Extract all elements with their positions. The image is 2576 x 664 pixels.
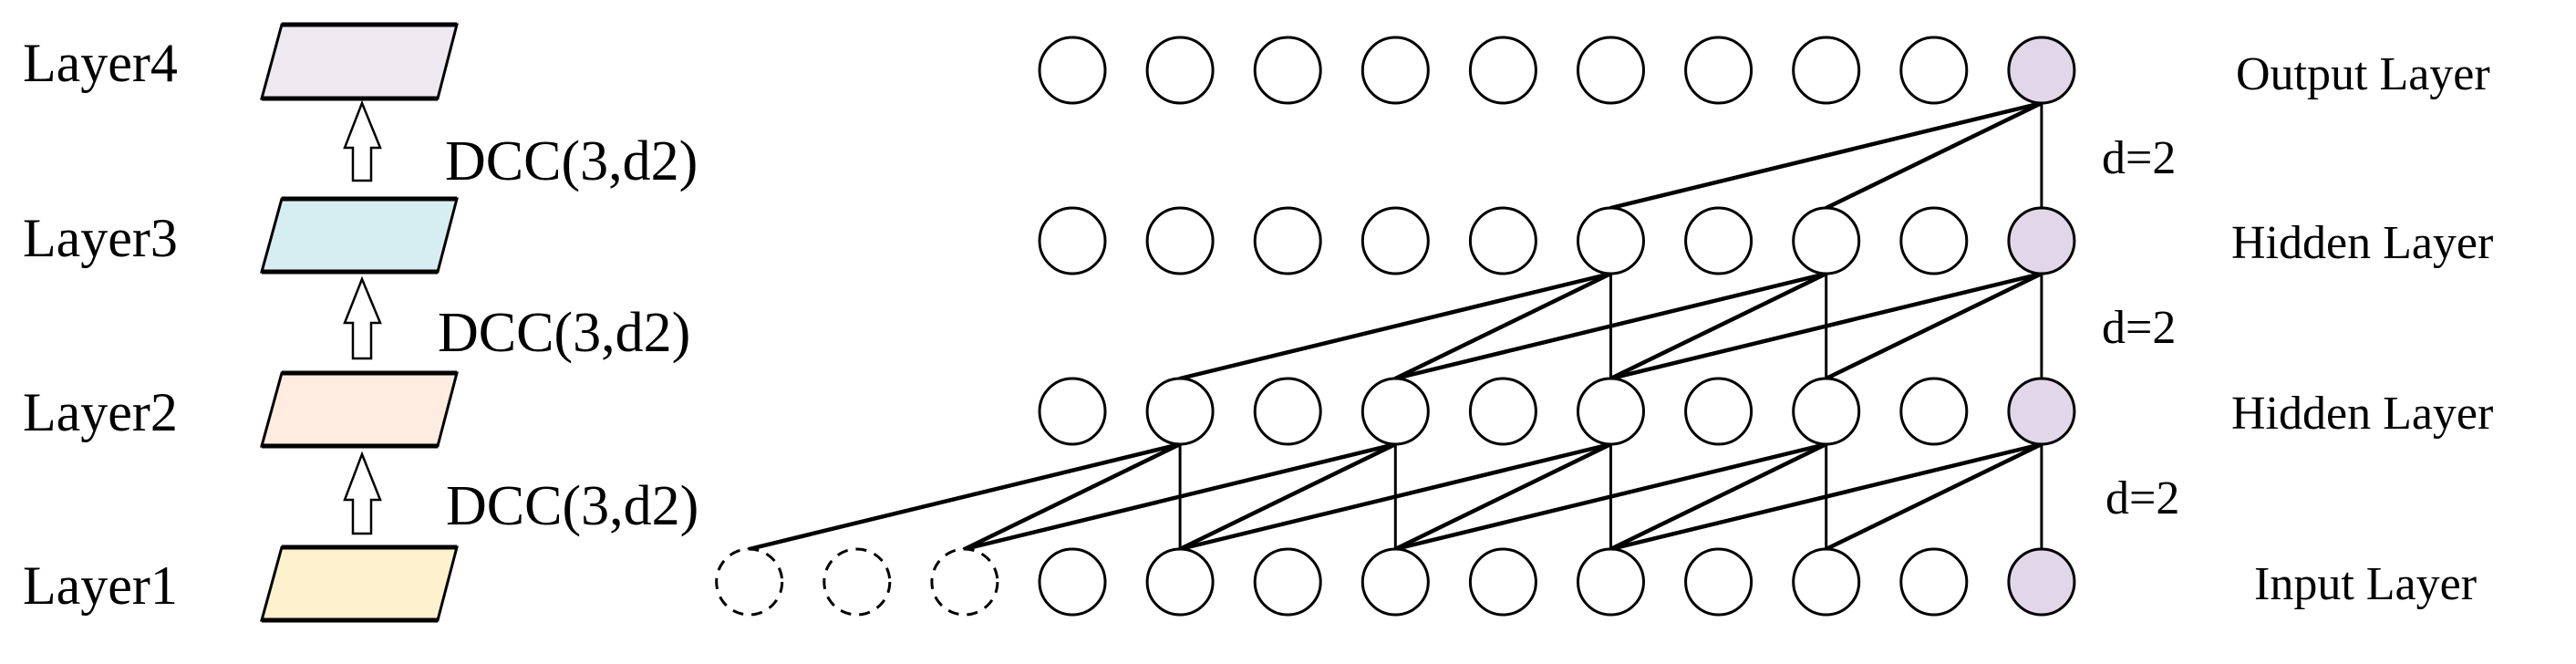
- layer2-label: Layer2: [23, 382, 178, 442]
- network-node: [1684, 206, 1754, 275]
- layer-stack-panel: Layer4 Layer3 Layer2 Layer1: [23, 22, 698, 623]
- network-node: [1038, 547, 1107, 617]
- connection-edge: [1393, 271, 1828, 381]
- padding-node: [715, 547, 784, 617]
- layer4-label: Layer4: [23, 33, 178, 93]
- network-node: [1684, 36, 1754, 105]
- network-node: [1899, 206, 1969, 275]
- network-node: [1038, 206, 1107, 275]
- network-node: [1577, 206, 1645, 275]
- layer4-block: [260, 22, 459, 101]
- network-node: [1038, 36, 1107, 105]
- up-arrow-icon: [343, 451, 382, 535]
- layer2-block: [260, 370, 459, 449]
- network-node: [1468, 36, 1537, 105]
- connection-edge: [1177, 441, 1398, 552]
- network-node: [1038, 377, 1107, 446]
- network-node: [1899, 36, 1969, 105]
- network-node: [1684, 377, 1754, 446]
- network-node: [1360, 36, 1430, 105]
- network-node: [1792, 547, 1861, 617]
- connection-edge: [1609, 271, 1828, 381]
- highlighted-node: [2007, 377, 2076, 446]
- layer3-block: [260, 196, 459, 275]
- connection-edge: [1824, 441, 2044, 552]
- layer1-label: Layer1: [23, 555, 178, 616]
- network-node: [1145, 36, 1215, 105]
- hidden-layer-1-label: Hidden Layer: [2231, 388, 2493, 440]
- connection-edge: [747, 441, 1183, 552]
- connection-edge: [1609, 271, 2044, 381]
- connection-edge: [1824, 271, 2044, 381]
- connection-edge: [962, 441, 1398, 552]
- output-layer-label: Output Layer: [2236, 48, 2490, 100]
- connection-edge: [1177, 271, 1613, 381]
- network-node: [1145, 377, 1215, 446]
- network-node: [1577, 547, 1645, 617]
- network-node: [1145, 206, 1215, 275]
- dilation-label: d=2: [2102, 132, 2176, 184]
- layer3-label: Layer3: [23, 208, 178, 268]
- network-node: [1360, 377, 1430, 446]
- network-node: [1468, 206, 1537, 275]
- highlighted-node: [2007, 206, 2076, 275]
- network-node: [1360, 547, 1430, 617]
- connection-edge: [1393, 441, 1828, 552]
- network-node: [1360, 206, 1430, 275]
- connection-edge: [1824, 100, 2044, 211]
- network-node: [1577, 377, 1645, 446]
- connection-edge: [1609, 100, 2044, 211]
- dilation-label: d=2: [2102, 302, 2176, 354]
- up-arrow-icon: [343, 99, 382, 182]
- network-node: [1684, 547, 1754, 617]
- input-layer-label: Input Layer: [2254, 558, 2477, 610]
- network-node: [1468, 547, 1537, 617]
- network-node: [1792, 377, 1861, 446]
- network-node: [1145, 547, 1215, 617]
- connection-edge: [1177, 441, 1613, 552]
- up-arrow-icon: [343, 275, 382, 360]
- connection-edge: [1609, 441, 1828, 552]
- hidden-layer-2-label: Hidden Layer: [2231, 217, 2493, 269]
- network-node: [1899, 547, 1969, 617]
- dilation-label: d=2: [2105, 472, 2179, 524]
- dcc-label-2-to-3: DCC(3,d2): [438, 302, 690, 364]
- network-node: [1792, 206, 1861, 275]
- network-node: [1253, 206, 1322, 275]
- network-node: [1253, 547, 1322, 617]
- dilated-conv-network: Output Layer Hidden Layer Hidden Layer I…: [715, 36, 2493, 617]
- dcc-label-1-to-2: DCC(3,d2): [446, 475, 698, 537]
- padding-node: [930, 547, 999, 617]
- connection-edge: [962, 441, 1183, 552]
- network-node: [1253, 377, 1322, 446]
- connection-edge: [1609, 441, 2044, 552]
- network-node: [1468, 377, 1537, 446]
- connection-edge: [1393, 271, 1613, 381]
- connection-edge: [1393, 441, 1613, 552]
- network-node: [1577, 36, 1645, 105]
- layer1-block: [260, 545, 459, 623]
- network-node: [1792, 36, 1861, 105]
- network-node: [1253, 36, 1322, 105]
- highlighted-node: [2007, 36, 2076, 105]
- nodes: [715, 36, 2076, 617]
- padding-node: [822, 547, 892, 617]
- highlighted-node: [2007, 547, 2076, 617]
- dcc-label-3-to-4: DCC(3,d2): [445, 130, 698, 192]
- connections: [747, 100, 2044, 552]
- network-node: [1899, 377, 1969, 446]
